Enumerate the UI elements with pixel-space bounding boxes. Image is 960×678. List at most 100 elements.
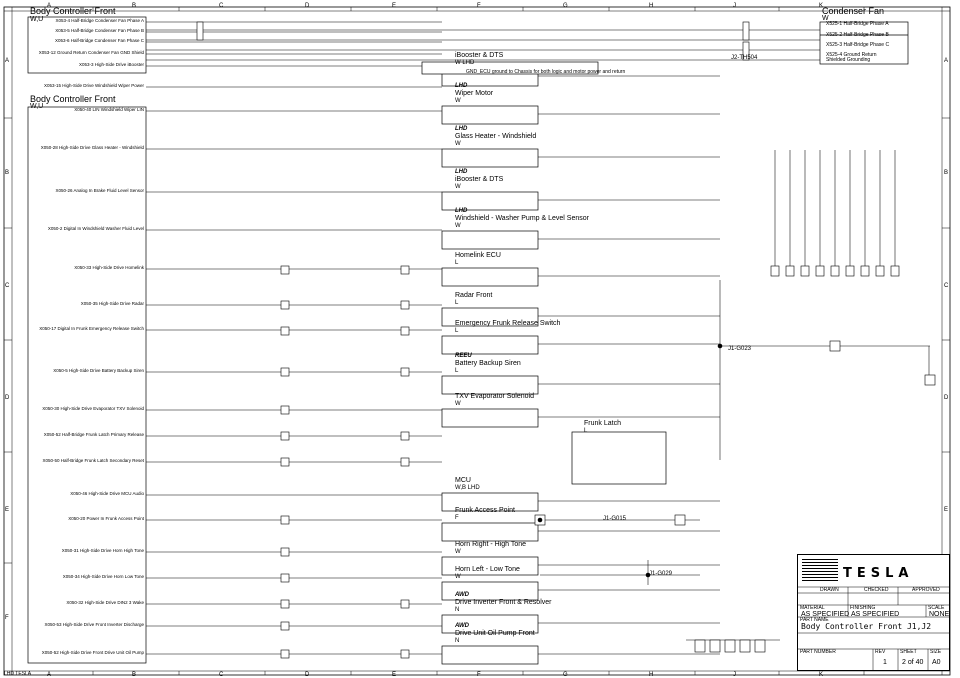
component-name-12: Frunk Access Point xyxy=(455,507,515,514)
component-name-14: Horn Left - Low Tone xyxy=(455,566,520,573)
component-variant-9: REEU xyxy=(455,353,472,359)
grid-row-left-B: B xyxy=(5,170,10,176)
scale-value: NONE xyxy=(929,611,950,618)
component-name-4: iBooster & DTS xyxy=(455,176,504,183)
left-pin-18: X050-46 High-Side Drive MCU Audio xyxy=(70,491,144,496)
left-pin-2: X053-5 Half-Bridge Condenser Fan Phase B xyxy=(55,28,144,33)
footer-note: LHD TESLA xyxy=(4,671,32,677)
grid-col-top-H: H xyxy=(649,3,654,9)
part-name-label: PART NAME xyxy=(800,617,829,623)
title-block: DRAWN CHECKED APPROVED MATERIAL AS SPECI… xyxy=(797,554,950,671)
grid-col-bottom-D: D xyxy=(305,672,310,678)
grid-row-left-A: A xyxy=(5,58,10,64)
left-pin-4: X053-12 Ground Return Condenser Fan GND … xyxy=(38,50,144,55)
component-variant-4: LHD xyxy=(455,169,468,175)
left-pin-21: X050-34 High-Side Drive Horn Low Tone xyxy=(62,574,144,579)
component-name-16: Drive Unit Oil Pump Front xyxy=(455,630,535,637)
title-block-grid xyxy=(798,559,949,670)
splice-j1-g029: J1-G029 xyxy=(649,571,673,577)
condenser-fan-title: Condenser Fan xyxy=(822,6,885,16)
grid-row-left-E: E xyxy=(5,507,10,513)
component-name-11: MCU xyxy=(455,477,471,484)
component-name-13: Horn Right - High Tone xyxy=(455,541,527,548)
component-name-10: TXV Evaporator Solenoid xyxy=(455,393,534,400)
left-block-title-1: Body Controller Front xyxy=(30,6,116,16)
finishing-value: AS SPECIFIED xyxy=(851,611,900,618)
scale-label: SCALE xyxy=(928,605,945,611)
component-code-2: W xyxy=(455,98,461,104)
frunk-latch-code: L xyxy=(584,428,588,434)
component-code-16: N xyxy=(455,638,460,644)
component-name-7: Radar Front xyxy=(455,292,493,299)
condenser-fan-code: W xyxy=(822,15,829,22)
grid-col-bottom-G: G xyxy=(563,672,568,678)
left-pin-16: X050-52 Half-Bridge Frunk Latch Primary … xyxy=(43,432,144,437)
left-pin-20: X050-31 High-Side Drive Horn High Tone xyxy=(61,548,144,553)
part-name-value: Body Controller Front J1,J2 xyxy=(801,622,932,631)
grid-row-right-E: E xyxy=(944,507,949,513)
approved-label: APPROVED xyxy=(912,587,940,593)
component-variant-16: AWD xyxy=(455,623,469,629)
grid-col-bottom-H: H xyxy=(649,672,654,678)
material-label: MATERIAL xyxy=(800,605,825,611)
component-code-15: N xyxy=(455,607,460,613)
component-code-13: W xyxy=(455,549,461,555)
splice-j1-g015: J1-G015 xyxy=(603,516,627,522)
left-pin-5: X053-3 High-Side Drive iBooster xyxy=(78,62,144,67)
component-variant-3: LHD xyxy=(455,126,468,132)
grid-col-top-B: B xyxy=(132,3,137,9)
component-code-8: L xyxy=(455,328,459,334)
left-pin-11: X050-33 High-Side Drive Homelink xyxy=(74,265,144,270)
component-code-7: L xyxy=(455,300,459,306)
grid-row-right-A: A xyxy=(944,58,949,64)
component-code-14: W xyxy=(455,574,461,580)
grid-col-bottom-B: B xyxy=(132,672,137,678)
component-name-5: Windshield - Washer Pump & Level Sensor xyxy=(455,215,589,222)
left-pin-12: X050-35 High-Side Drive Radar xyxy=(80,301,144,306)
grid-col-top-K: K xyxy=(819,3,824,9)
grid-col-bottom-A: A xyxy=(47,672,52,678)
grid-row-right-B: B xyxy=(944,170,949,176)
left-pin-6: X053-15 High-Side Drive Windshield Wiper… xyxy=(43,83,144,88)
rev-value: 1 xyxy=(883,659,887,666)
sheet-value: 2 of 40 xyxy=(902,659,924,666)
component-code-9: L xyxy=(455,368,459,374)
grid-col-top-J: J xyxy=(733,3,736,9)
component-code-3: W xyxy=(455,141,461,147)
grid-col-top-A: A xyxy=(47,3,52,9)
left-pin-22: X050-32 High-Side Drive DIN2 3 Wake xyxy=(66,600,144,605)
component-code-4: W xyxy=(455,184,461,190)
condenser-fan-pin-4: X525-4 Ground Return Shielded Grounding xyxy=(826,52,877,63)
component-name-15: Drive Inverter Front & Resolver xyxy=(455,599,552,606)
grid-col-bottom-F: F xyxy=(477,672,481,678)
left-pin-19: X050-20 Power In Frunk Access Point xyxy=(68,516,144,521)
drawn-label: DRAWN xyxy=(820,587,839,593)
component-code-12: F xyxy=(455,515,459,521)
left-pin-14: X050-5 High-Side Drive Battery Backup Si… xyxy=(53,368,144,373)
material-value: AS SPECIFIED xyxy=(801,611,850,618)
size-value: A0 xyxy=(932,659,941,666)
condenser-fan-pin-1: X525-1 Half-Bridge Phase A xyxy=(826,21,889,27)
left-block-code-1: W,U xyxy=(30,16,44,23)
component-name-6: Homelink ECU xyxy=(455,252,501,259)
grid-col-top-E: E xyxy=(392,3,397,9)
rev-label: REV xyxy=(875,649,886,655)
left-pin-1: X053-4 Half-Bridge Condenser Fan Phase A xyxy=(55,18,144,23)
left-pin-8: X050-28 High-Side Drive Glass Heater - W… xyxy=(40,145,144,150)
part-number-label: PART NUMBER xyxy=(800,649,836,655)
condenser-fan-pin-3: X525-3 Half-Bridge Phase C xyxy=(826,42,890,48)
component-variant-2: LHD xyxy=(455,83,468,89)
frunk-latch-title: Frunk Latch xyxy=(584,420,621,427)
left-pin-15: X050-30 High-Side Drive Evaporator TXV S… xyxy=(42,406,144,411)
left-pin-17: X050-50 Half-Bridge Frunk Latch Secondar… xyxy=(42,458,144,463)
grid-col-bottom-J: J xyxy=(733,672,736,678)
left-block-title-2: Body Controller Front xyxy=(30,94,116,104)
component-code-5: W xyxy=(455,223,461,229)
grid-col-bottom-C: C xyxy=(219,672,224,678)
component-name-2: Wiper Motor xyxy=(455,90,494,97)
sheet-label: SHEET xyxy=(900,649,917,655)
component-name-9: Battery Backup Siren xyxy=(455,360,521,367)
component-name-1: iBooster & DTS xyxy=(455,52,504,59)
component-code-10: W xyxy=(455,401,461,407)
